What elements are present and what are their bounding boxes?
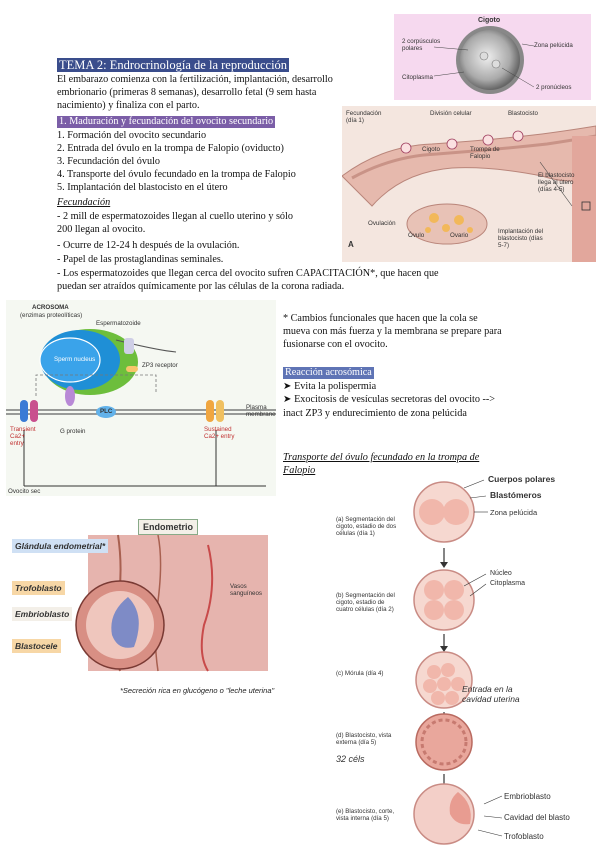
implantation-figure: Endometrio Glándula endometrial* Trofobl… — [8, 515, 270, 675]
stage-label-trofoblasto: Trofoblasto — [504, 832, 544, 841]
cigoto-figure: Cigoto 2 corpúsculos polares Zona pelúci… — [394, 14, 591, 100]
reaccion-point-3: inact ZP3 y endurecimiento de zona pelúc… — [283, 408, 467, 419]
cigoto-label-pronucleos: 2 pronúcleos — [536, 84, 572, 91]
stage-caption-b: (b) Segmentación del cigoto, estadio de … — [336, 592, 395, 613]
tube-label-a: A — [348, 240, 354, 249]
implant-label-vasos: Vasos sanguíneos — [230, 583, 262, 597]
implantation-illustration — [75, 534, 268, 672]
cigoto-title: Cigoto — [478, 17, 501, 24]
implant-label-embrioblasto: Embrioblasto — [12, 607, 73, 621]
cleavage-stages-figure: Cuerpos polares Blastómeros Zona pelúcid… — [334, 474, 596, 846]
sperm-label-transient: Transient Ca2+ entry — [10, 426, 36, 447]
tube-label-llega-utero: El blastocisto llega al útero (días 4-5) — [538, 172, 575, 193]
stage-caption-e: (e) Blastocisto, corte, vista interna (d… — [336, 808, 395, 822]
fecundacion-heading: Fecundación — [57, 197, 111, 208]
fallopian-tube-figure: Fecundación (día 1) División celular Bla… — [341, 106, 597, 262]
sperm-illustration — [6, 329, 276, 487]
reaccion-heading: Reacción acrosómica — [283, 367, 374, 379]
sperm-label-acrosoma: ACROSOMA — [32, 304, 69, 311]
intro-line-1: El embarazo comienza con la fertilizació… — [57, 74, 333, 85]
stage-label-blastomeros: Blastómeros — [490, 490, 542, 500]
fecundacion-point-3: - Papel de las prostaglandinas seminales… — [57, 254, 224, 265]
capacitacion-note-3: fusionarse con el ovocito. — [283, 339, 388, 350]
tube-label-division: División celular — [430, 110, 472, 117]
step-5: 5. Implantación del blastocisto en el út… — [57, 182, 228, 193]
sperm-label-plc: PLC — [100, 408, 113, 415]
stage-label-zona: Zona pelúcida — [490, 508, 538, 517]
tube-label-trompa: Trompa de Falopio — [470, 146, 500, 160]
sperm-label-nucleus: Sperm nucleus — [54, 356, 96, 363]
tube-label-cigoto: Cigoto — [422, 146, 440, 153]
tube-label-ovulo: Óvulo — [408, 232, 425, 239]
sperm-label-gprotein: G protein — [60, 428, 86, 435]
page-title: TEMA 2: Endrocrinología de la reproducci… — [57, 58, 290, 72]
tube-label-ovario: Ovario — [450, 232, 469, 239]
section1-heading: 1. Maduración y fecundación del ovocito … — [57, 116, 276, 128]
sperm-label-sustained: Sustained Ca2+ entry — [204, 426, 235, 440]
tube-label-blastocisto: Blastocisto — [508, 110, 538, 117]
sperm-figure: ACROSOMA (enzimas proteolíticas) Esperma… — [6, 300, 276, 496]
implant-label-glandula: Glándula endometrial* — [12, 539, 109, 553]
sperm-label-membrane: Plasma membrane — [246, 404, 276, 418]
stage-label-32-cels: 32 céls — [336, 754, 365, 764]
step-1: 1. Formación del ovocito secundario — [57, 130, 207, 141]
cigoto-label-zona: Zona pelúcida — [534, 42, 573, 49]
transporte-heading-1: Transporte del óvulo fecundado en la tro… — [283, 452, 480, 463]
cigoto-label-polares: 2 corpúsculos polares — [402, 38, 441, 52]
sperm-label-espermatozoide: Espermatozoide — [96, 320, 141, 327]
cleavage-stages-illustration — [413, 479, 503, 845]
stage-label-embrioblasto: Embrioblasto — [504, 792, 551, 801]
stage-label-cavidad: Cavidad del blasto — [504, 813, 570, 822]
stage-label-citoplasma: Citoplasma — [490, 580, 526, 587]
capacitacion-note-1: * Cambios funcionales que hacen que la c… — [283, 313, 478, 324]
reaccion-point-1: ➤ Evita la polispermia — [283, 381, 377, 392]
stage-caption-c: (c) Mórula (día 4) — [336, 670, 384, 677]
tube-label-ovulacion: Ovulación — [368, 220, 396, 227]
fecundacion-point-4: - Los espermatozoides que llegan cerca d… — [57, 268, 439, 279]
capacitacion-note-2: mueva con más fuerza y la membrana se pr… — [283, 326, 502, 337]
transporte-heading-2: Falopio — [283, 465, 316, 476]
intro-line-3: nacimiento) y finaliza con el parto. — [57, 100, 200, 111]
implant-label-endometrio: Endometrio — [138, 519, 199, 535]
stage-caption-d: (d) Blastocisto, vista externa (día 5) — [336, 732, 392, 746]
step-4: 4. Transporte del óvulo fecundado en la … — [57, 169, 296, 180]
implant-caption: *Secreción rica en glucógeno o "leche ut… — [120, 686, 275, 695]
cigoto-illustration — [433, 26, 535, 94]
step-3: 3. Fecundación del óvulo — [57, 156, 160, 167]
sperm-label-zp3: ZP3 receptor — [142, 362, 178, 369]
implant-label-blastocele: Blastocele — [12, 639, 61, 653]
stage-label-cuerpos-polares: Cuerpos polares — [488, 474, 556, 484]
fecundacion-point-2: - Ocurre de 12-24 h después de la ovulac… — [57, 240, 240, 251]
intro-line-2: embrionario (primeras 8 semanas), desarr… — [57, 87, 317, 98]
stage-caption-a: (a) Segmentación del cigoto, estadio de … — [336, 516, 397, 537]
fecundacion-point-1: - 2 mill de espermatozoides llegan al cu… — [57, 211, 293, 222]
reaccion-point-2: ➤ Exocitosis de vesículas secretoras del… — [283, 394, 496, 405]
stage-label-nucleo: Núcleo — [490, 570, 512, 577]
step-2: 2. Entrada del óvulo en la trompa de Fal… — [57, 143, 284, 154]
fallopian-tube-illustration — [341, 125, 597, 262]
cigoto-label-citoplasma: Citoplasma — [402, 74, 433, 81]
stage-label-entrada: Entrada en la cavidad uterina — [462, 684, 520, 704]
implant-label-trofoblasto: Trofoblasto — [12, 581, 65, 595]
sperm-label-enzimas: (enzimas proteolíticas) — [20, 312, 83, 319]
sperm-label-ovocito: Ovocito sec — [8, 488, 41, 495]
tube-label-implantacion: Implantación del blastocisto (días 5-7) — [498, 228, 544, 249]
fecundacion-point-1b: 200 llegan al ovocito. — [57, 224, 146, 235]
fecundacion-point-4b: puedan ser atraídos químicamente por las… — [57, 281, 345, 292]
tube-label-fecundacion: Fecundación (día 1) — [346, 110, 382, 124]
